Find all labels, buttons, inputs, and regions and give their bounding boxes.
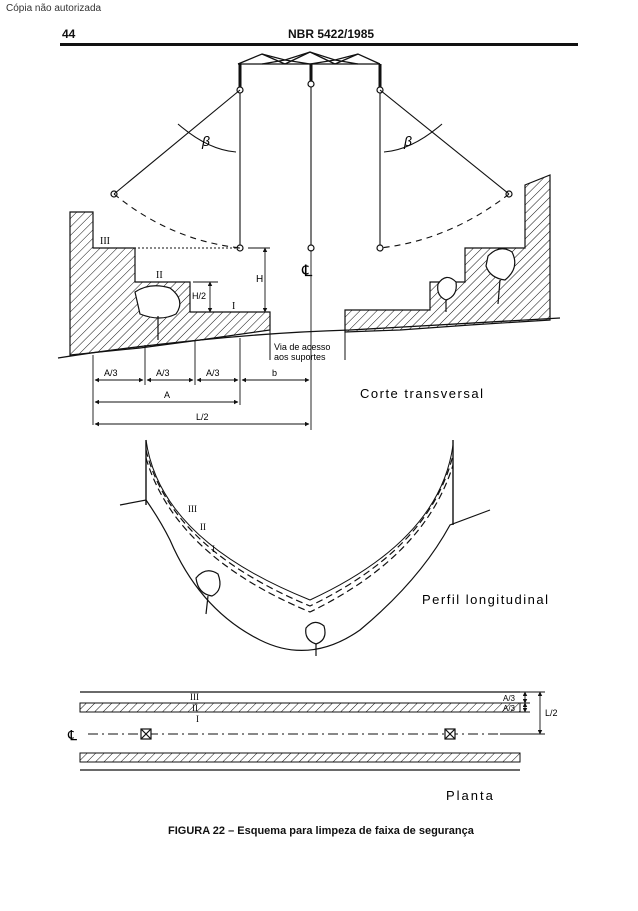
- plan-centerline-symbol: ℄: [67, 727, 77, 743]
- zone-III-label: III: [100, 236, 110, 247]
- standard-code: NBR 5422/1985: [288, 27, 375, 41]
- dim-H2: H/2: [192, 291, 206, 301]
- centerline-symbol: ℄: [301, 263, 313, 280]
- insulators: [238, 64, 382, 88]
- plan-view: A/3 A/3 L/2 III II I ℄ Planta: [67, 691, 558, 803]
- access-road-line2: aos suportes: [274, 352, 326, 362]
- plan-zone-I: I: [196, 714, 199, 724]
- profile-zone-II: II: [200, 522, 206, 532]
- header-rule: [60, 43, 578, 46]
- plan-dim-L2: L/2: [545, 708, 558, 718]
- page-number: 44: [62, 27, 76, 41]
- vegetation: [134, 248, 516, 340]
- access-road-line1: Via de acesso: [274, 342, 330, 352]
- cross-section-title: Corte transversal: [360, 386, 484, 401]
- ground-right: [344, 174, 551, 333]
- longitudinal-profile: III II I Perfil longitudinal: [119, 439, 550, 656]
- profile-zone-III: III: [188, 504, 197, 514]
- dim-A3-2: A/3: [156, 368, 170, 378]
- dim-A3-3: A/3: [206, 368, 220, 378]
- dim-L2: L/2: [196, 412, 209, 422]
- profile-zone-I: I: [212, 544, 215, 554]
- angle-beta-left: β: [201, 133, 210, 149]
- tower-top: [237, 51, 381, 65]
- plan-title: Planta: [446, 788, 495, 803]
- dim-A: A: [164, 390, 170, 400]
- plan-zone-II: II: [192, 703, 198, 713]
- zone-I-label: I: [232, 301, 235, 312]
- dim-A3-1: A/3: [104, 368, 118, 378]
- plan-zone-III: III: [190, 692, 199, 702]
- zone-II-label: II: [156, 270, 163, 281]
- profile-title: Perfil longitudinal: [422, 592, 550, 607]
- dim-b: b: [272, 368, 277, 378]
- dim-H: H: [256, 274, 263, 285]
- ground-left: [69, 211, 271, 356]
- angle-beta-right: β: [403, 133, 412, 149]
- watermark: Cópia não autorizada: [6, 3, 102, 14]
- cross-section: β β H H/2 III II I ℄: [57, 51, 561, 430]
- plan-dim-A3-1: A/3: [503, 694, 516, 703]
- figure-caption: FIGURA 22 – Esquema para limpeza de faix…: [168, 825, 474, 837]
- plan-dim-A3-2: A/3: [503, 704, 516, 713]
